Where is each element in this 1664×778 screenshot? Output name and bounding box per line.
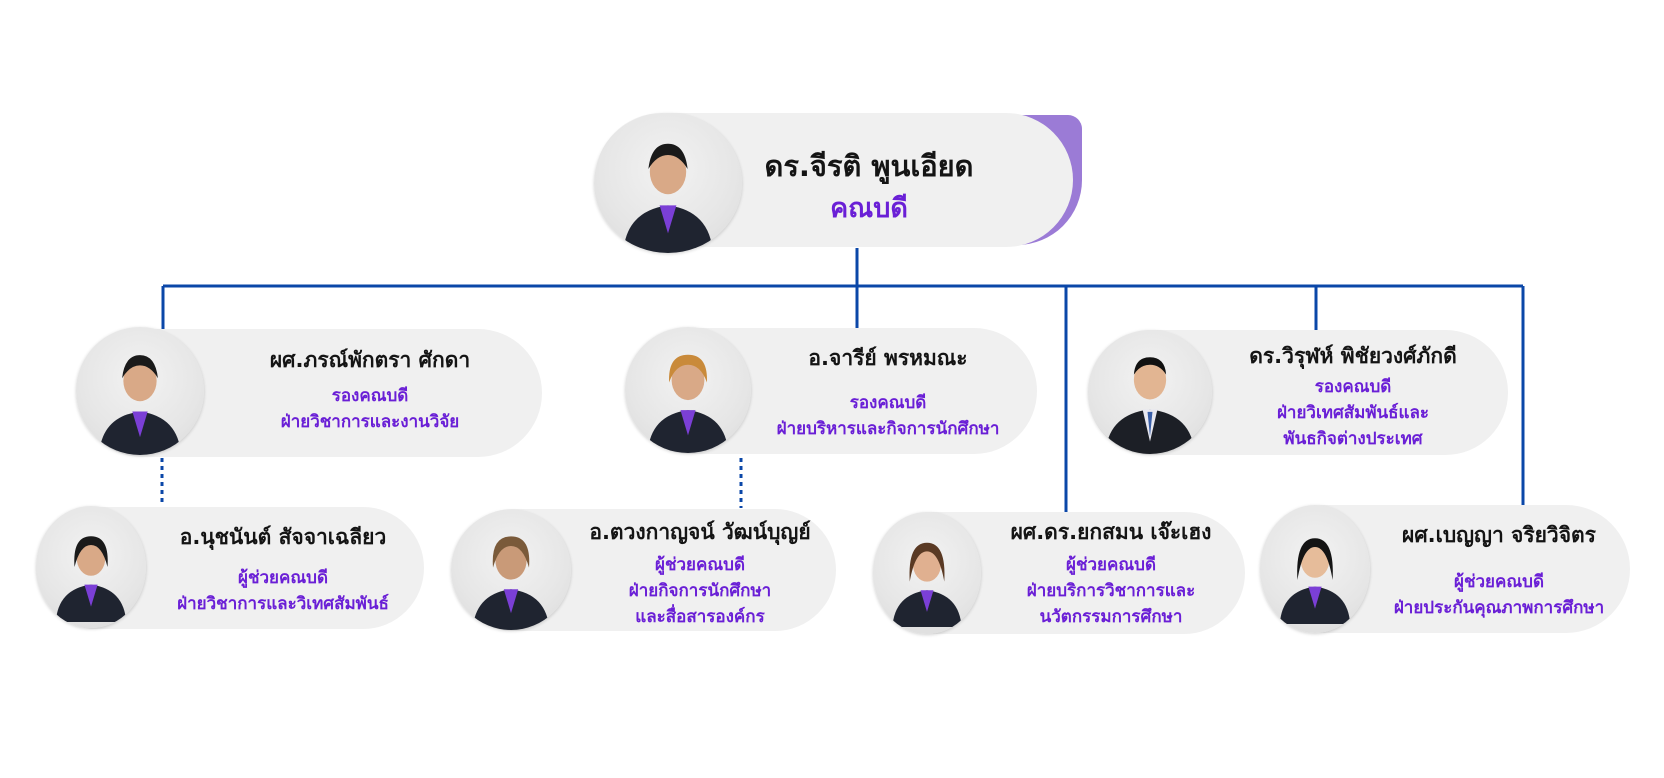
head-role: คณบดี (830, 193, 908, 224)
assistant-role-4: ผู้ช่วยคณบดี ฝ่ายประกันคุณภาพการศึกษา (1393, 572, 1605, 618)
deputy-name-3: ดร.วิรุฬห์ พิชัยวงศ์ภักดี (1249, 344, 1457, 368)
assistant-name-1: อ.นุชนันต์ สัจจาเฉลียว (179, 525, 387, 549)
assistant-photo-1 (36, 506, 146, 628)
deputy-photo-3 (1088, 330, 1212, 454)
deputy-role-2: รองคณบดี ฝ่ายบริหารและกิจการนักศึกษา (776, 393, 1000, 439)
person-avatar-icon (623, 143, 713, 253)
deputy-card-2: อ.จารีย์ พรหมณะ รองคณบดี ฝ่ายบริหารและกิ… (625, 327, 1037, 454)
person-avatar-icon (1105, 357, 1195, 454)
deputy-photo-2 (625, 327, 751, 453)
deputy-role-1: รองคณบดี ฝ่ายวิชาการและงานวิจัย (280, 386, 460, 432)
assistant-name-2: อ.ตวงกาญจน์ วัฒน์บุญย์ (589, 520, 811, 544)
deputy-card-3: ดร.วิรุฬห์ พิชัยวงศ์ภักดี รองคณบดี ฝ่ายว… (1088, 330, 1508, 455)
assistant-card-3: ผศ.ดร.ยกสมน เจ๊ะเฮง ผู้ช่วยคณบดี ฝ่ายบริ… (873, 512, 1245, 634)
assistant-role-1: ผู้ช่วยคณบดี ฝ่ายวิชาการและวิเทศสัมพันธ์ (177, 568, 389, 614)
assistant-role-3: ผู้ช่วยคณบดี ฝ่ายบริการวิชาการและ นวัตกร… (1026, 555, 1196, 627)
person-avatar-icon (99, 355, 181, 455)
assistant-card-2: อ.ตวงกาญจน์ วัฒน์บุญย์ ผู้ช่วยคณบดี ฝ่าย… (451, 509, 836, 631)
assistant-card-1: อ.นุชนันต์ สัจจาเฉลียว ผู้ช่วยคณบดี ฝ่าย… (36, 506, 424, 629)
assistant-name-4: ผศ.เบญญา จริยวิจิตร (1402, 523, 1596, 547)
assistant-photo-4 (1260, 505, 1370, 633)
person-avatar-icon (472, 536, 550, 630)
deputy-photo-1 (76, 327, 204, 455)
person-avatar-icon (647, 354, 729, 453)
person-avatar-icon (55, 536, 127, 622)
deputy-card-1: ผศ.ภรณ์พักตรา ศักดา รองคณบดี ฝ่ายวิชาการ… (76, 327, 542, 457)
assistant-photo-3 (873, 512, 981, 634)
head-card: ดร.จีรติ พูนเอียด คณบดี (594, 113, 1073, 253)
deputy-name-2: อ.จารีย์ พรหมณะ (808, 346, 968, 370)
head-name: ดร.จีรติ พูนเอียด (764, 149, 974, 183)
assistant-name-3: ผศ.ดร.ยกสมน เจ๊ะเฮง (1010, 520, 1212, 544)
assistant-role-2: ผู้ช่วยคณบดี ฝ่ายกิจการนักศึกษา และสื่อส… (628, 555, 772, 627)
deputy-name-1: ผศ.ภรณ์พักตรา ศักดา (269, 348, 471, 372)
head-photo (594, 113, 742, 253)
person-avatar-icon (1279, 538, 1351, 624)
assistant-photo-2 (451, 510, 571, 630)
assistant-card-4: ผศ.เบญญา จริยวิจิตร ผู้ช่วยคณบดี ฝ่ายประ… (1260, 505, 1630, 633)
deputy-role-3: รองคณบดี ฝ่ายวิเทศสัมพันธ์และ พันธกิจต่า… (1276, 377, 1430, 449)
person-avatar-icon (892, 542, 962, 627)
